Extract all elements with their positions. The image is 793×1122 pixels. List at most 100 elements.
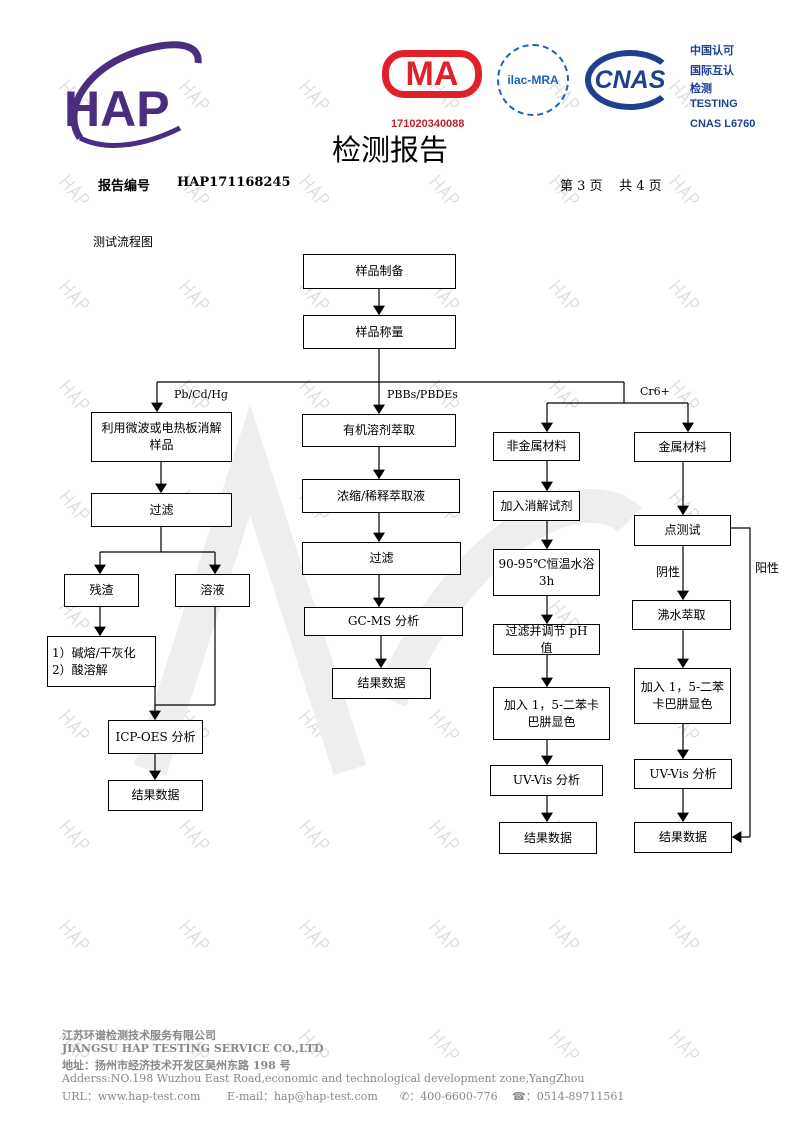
watermark-mark	[178, 819, 210, 848]
step-uvvis-analysis: UV-Vis 分析	[634, 759, 732, 789]
watermark-mark	[58, 379, 90, 408]
watermark-mark	[548, 919, 580, 948]
watermark-mark	[428, 819, 460, 848]
address-en: Adderss:NO.198 Wuzhou East Road,economic…	[62, 1072, 585, 1085]
watermark-mark	[548, 1029, 580, 1058]
step-uvvis-analysis: UV-Vis 分析	[490, 765, 603, 796]
watermark-mark	[298, 1029, 330, 1058]
watermark-mark	[298, 919, 330, 948]
cma-text: MA	[405, 54, 459, 93]
watermark-mark	[668, 379, 700, 408]
cert-line: 国际互认	[690, 65, 734, 77]
step-color: 加入 1，5-二苯卡巴肼显色	[634, 668, 731, 724]
branch-label-pbb: PBBs/PBDEs	[387, 388, 458, 401]
branch-label-cr: Cr6+	[640, 385, 670, 398]
step-spot-test: 点测试	[634, 515, 731, 546]
watermark-mark	[58, 279, 90, 308]
treat-line: 2）酸溶解	[52, 662, 108, 677]
step-water-bath: 90-95℃恒温水浴 3h	[493, 549, 600, 596]
cnas-logo: CNAS	[585, 50, 675, 110]
email: E-mail：hap@hap-test.com	[227, 1090, 378, 1103]
hap-logo: HAP	[64, 41, 202, 148]
step-color: 加入 1，5-二苯卡巴肼显色	[493, 687, 610, 740]
watermark-mark	[428, 379, 460, 408]
phone-icon: ✆	[400, 1090, 410, 1103]
cma-logo: MA	[382, 50, 482, 98]
watermark-mark	[548, 174, 580, 203]
treat-line: 1）碱熔/干灰化	[52, 645, 136, 660]
watermark-mark	[178, 919, 210, 948]
watermark-mark	[298, 79, 330, 108]
step-sample-prep: 样品制备	[303, 254, 456, 289]
watermark-mark	[178, 279, 210, 308]
watermark-mark	[58, 1029, 90, 1058]
label-negative: 阴性	[656, 565, 681, 579]
cert-line: 中国认可	[690, 45, 734, 57]
watermark-mark	[668, 1029, 700, 1058]
step-filter-ph: 过滤并调节 pH 值	[493, 624, 600, 655]
watermark-mark	[548, 599, 580, 628]
watermark-mark	[548, 279, 580, 308]
watermark-mark	[58, 819, 90, 848]
watermark-mark	[428, 709, 460, 738]
watermark-mark	[298, 819, 330, 848]
step-filter: 过滤	[302, 542, 461, 575]
watermark-mark	[58, 489, 90, 518]
report-no: HAP171168245	[177, 175, 291, 190]
cnas-text: CNAS	[594, 65, 666, 94]
watermark-mark	[298, 379, 330, 408]
watermark-mark	[428, 1029, 460, 1058]
watermark-mark	[668, 919, 700, 948]
watermark-mark	[178, 379, 210, 408]
step-solvent-extract: 有机溶剂萃取	[302, 414, 456, 447]
watermark-mark	[668, 279, 700, 308]
watermark-mark	[668, 489, 700, 518]
watermark-mark	[178, 79, 210, 108]
step-result: 结果数据	[332, 668, 431, 699]
watermark-mark	[668, 174, 700, 203]
step-digest: 利用微波或电热板消解样品	[91, 412, 232, 462]
step-metal: 金属材料	[634, 432, 731, 462]
watermark-mark	[428, 174, 460, 203]
step-solution: 溶液	[175, 574, 250, 607]
cert-line: CNAS L6760	[690, 118, 756, 130]
watermark-mark	[428, 919, 460, 948]
step-result: 结果数据	[499, 822, 597, 854]
step-filter: 过滤	[91, 493, 232, 527]
ilac-text: ilac-MRA	[507, 73, 559, 87]
cert-number: 171020340088	[391, 118, 465, 130]
watermark-mark	[58, 709, 90, 738]
branch-label-metals: Pb/Cd/Hg	[174, 388, 228, 401]
section-title: 测试流程图	[93, 235, 154, 249]
step-residue-treatment: 1）碱熔/干灰化 2）酸溶解	[47, 636, 156, 687]
step-icp-analysis: ICP-OES 分析	[108, 720, 203, 754]
fax-icon: ☎	[512, 1090, 526, 1103]
step-concentrate: 浓缩/稀释萃取液	[302, 479, 460, 513]
watermark-mark	[178, 1029, 210, 1058]
report-title: 检测报告	[332, 133, 449, 167]
watermark-mark	[298, 174, 330, 203]
watermark-mark	[548, 379, 580, 408]
step-result: 结果数据	[108, 780, 203, 811]
step-nonmetal: 非金属材料	[493, 432, 580, 461]
label-positive: 阳性	[755, 561, 780, 575]
page-info: 第 3 页 共 4 页	[560, 179, 662, 194]
fax: ：0514-89711561	[525, 1090, 625, 1103]
step-residue: 残渣	[64, 574, 139, 607]
address-cn: 地址：扬州市经济技术开发区吴州东路 198 号	[62, 1059, 291, 1072]
hap-logo-text: HAP	[64, 81, 170, 137]
watermark-mark	[58, 919, 90, 948]
step-add-reagent: 加入消解试剂	[493, 491, 580, 521]
watermark-mark	[58, 174, 90, 203]
company-en: JIANGSU HAP TESTING SERVICE CO.,LTD	[62, 1042, 324, 1055]
watermark-mark	[178, 174, 210, 203]
cert-line: 检测	[690, 83, 712, 95]
step-result: 结果数据	[634, 822, 732, 853]
phone-line: ✆：400-6600-776	[400, 1088, 498, 1104]
url: URL：www.hap-test.com	[62, 1090, 201, 1103]
company-cn: 江苏环谱检测技术服务有限公司	[62, 1029, 216, 1042]
ilac-mra-logo: ilac-MRA	[497, 44, 569, 116]
step-sample-weigh: 样品称量	[303, 315, 456, 349]
